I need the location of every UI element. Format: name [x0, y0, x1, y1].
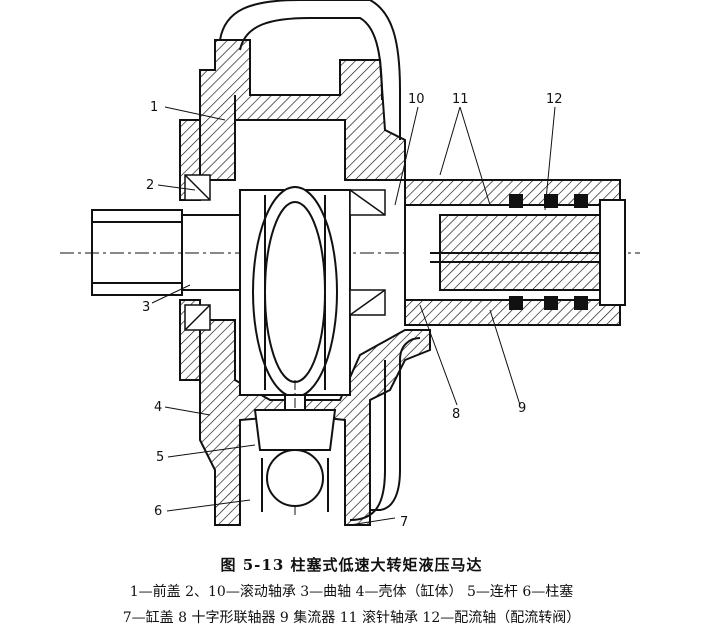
callout-4: 4 [154, 400, 162, 415]
caption-legend-line-1: 1—前盖 2、10—滚动轴承 3—曲轴 4—壳体（缸体） 5—连杆 6—柱塞 [129, 584, 574, 600]
callout-9: 9 [518, 401, 526, 416]
caption-legend-line-2: 7—缸盖 8 十字形联轴器 9 集流器 11 滚针轴承 12—配流轴（配流转阀） [122, 610, 581, 626]
callout-5: 5 [156, 450, 164, 465]
callout-6: 6 [154, 504, 162, 519]
crank-and-connecting-rod [239, 186, 351, 515]
top-casting [219, 0, 401, 140]
figure-caption: 图 5-13 柱塞式低速大转矩液压马达 1—前盖 2、10—滚动轴承 3—曲轴 … [0, 548, 703, 627]
callout-1: 1 [150, 100, 158, 115]
callout-11: 11 [452, 92, 469, 107]
bearings [184, 174, 386, 331]
callout-7: 7 [400, 515, 408, 530]
distribution-body [404, 179, 626, 326]
callout-2: 2 [146, 178, 154, 193]
cross-section-drawing: 1 2 3 4 5 6 7 8 9 10 11 12 [60, 0, 640, 530]
oil-passage [349, 337, 421, 521]
callout-labels: 1 2 3 4 5 6 7 8 9 10 11 12 [142, 92, 563, 530]
callout-12: 12 [546, 92, 563, 107]
callout-10: 10 [408, 92, 425, 107]
callouts [151, 106, 556, 526]
callout-3: 3 [142, 300, 150, 315]
callout-8: 8 [452, 407, 460, 422]
caption-title: 图 5-13 柱塞式低速大转矩液压马达 [220, 556, 483, 574]
